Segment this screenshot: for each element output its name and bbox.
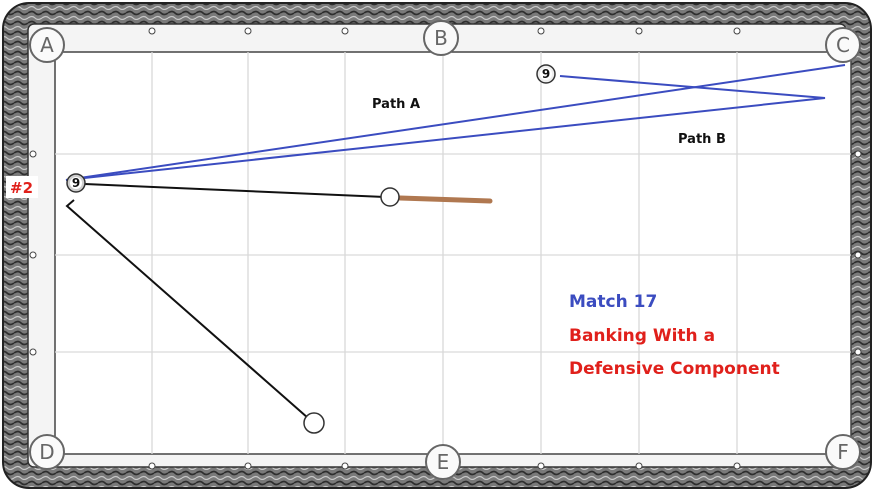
subtitle-line-1: Banking With a xyxy=(569,326,715,346)
cue-ball-paths xyxy=(65,183,385,419)
pocket-e: E xyxy=(425,444,461,480)
cue-ball xyxy=(380,187,400,207)
nine-ball-top: 9 xyxy=(536,64,556,84)
pocket-f-label: F xyxy=(837,440,849,464)
path-a-line xyxy=(65,64,846,181)
position-label: #2 xyxy=(10,179,33,197)
bank-paths xyxy=(65,64,846,181)
pocket-d-label: D xyxy=(39,440,54,464)
cue-stick xyxy=(397,195,493,204)
subtitle-line-2: Defensive Component xyxy=(569,359,780,379)
playing-surface xyxy=(54,51,852,455)
cue-ball-deflection-line xyxy=(65,199,309,419)
path-b-label: Path B xyxy=(678,132,726,147)
path-a-label: Path A xyxy=(372,97,420,112)
cue-ball-final-position xyxy=(303,412,325,434)
pocket-a-label: A xyxy=(40,33,54,57)
match-title: Match 17 xyxy=(569,292,657,312)
pocket-d: D xyxy=(29,434,65,470)
nine-ball-top-label: 9 xyxy=(542,67,550,81)
nine-ball-left: 9 xyxy=(66,173,86,193)
position-label-bg xyxy=(6,176,38,198)
pocket-b-label: B xyxy=(434,26,448,50)
pocket-b: B xyxy=(423,20,459,56)
pocket-c-label: C xyxy=(836,33,850,57)
pocket-c: C xyxy=(825,27,861,63)
rail-diamonds xyxy=(29,27,862,470)
pocket-e-label: E xyxy=(437,450,450,474)
path-b-line xyxy=(65,75,826,181)
pocket-f: F xyxy=(825,434,861,470)
cue-to-nine-line xyxy=(84,183,385,198)
nine-ball-left-label: 9 xyxy=(72,176,80,190)
pocket-a: A xyxy=(29,27,65,63)
